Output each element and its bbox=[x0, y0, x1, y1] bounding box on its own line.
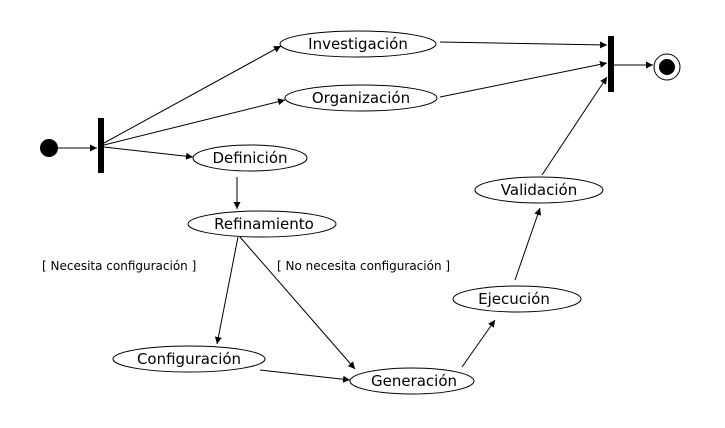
activity-validacion: Validación bbox=[474, 176, 604, 204]
edge-fork-to-investigacion bbox=[103, 45, 282, 144]
activity-definicion-label: Definición bbox=[213, 149, 288, 167]
fork-bar bbox=[98, 118, 104, 173]
edges bbox=[58, 41, 653, 383]
activity-configuracion: Configuración bbox=[112, 345, 266, 373]
edge-investigacion-to-join bbox=[439, 41, 608, 49]
edge-generacion-to-ejecucion bbox=[461, 319, 496, 368]
edge-ejecucion-to-validacion bbox=[514, 207, 542, 281]
final-node bbox=[653, 53, 681, 81]
join-bar bbox=[608, 36, 614, 92]
edge-refinamiento-to-configuracion bbox=[214, 236, 239, 345]
activity-validacion-label: Validación bbox=[501, 181, 577, 199]
edge-validacion-to-join bbox=[541, 76, 608, 176]
activity-organizacion-label: Organización bbox=[312, 89, 410, 107]
activity-ejecucion-label: Ejecución bbox=[478, 290, 550, 308]
activity-generacion: Generación bbox=[349, 367, 475, 395]
activity-configuracion-label: Configuración bbox=[137, 350, 241, 368]
activity-generacion-label: Generación bbox=[371, 372, 457, 390]
activity-definicion: Definición bbox=[192, 144, 308, 172]
activity-organizacion: Organización bbox=[284, 84, 438, 112]
edge-configuracion-to-generacion bbox=[259, 369, 351, 383]
activity-investigacion-label: Investigación bbox=[308, 35, 408, 53]
activity-ejecucion: Ejecución bbox=[452, 285, 582, 313]
initial-node bbox=[40, 139, 58, 157]
edge-organizacion-to-join bbox=[439, 60, 608, 98]
edge-refinamiento-to-generacion bbox=[239, 236, 356, 370]
activity-refinamiento-label: Refinamiento bbox=[214, 215, 314, 233]
guard-necesita-configuracion: [ Necesita configuración ] bbox=[42, 259, 196, 273]
edge-fork-to-definicion bbox=[103, 146, 194, 160]
edge-fork-to-organizacion bbox=[103, 98, 286, 146]
activity-investigacion: Investigación bbox=[279, 30, 437, 58]
guard-no-necesita-configuracion: [ No necesita configuración ] bbox=[277, 259, 450, 273]
activity-refinamiento: Refinamiento bbox=[187, 210, 337, 238]
